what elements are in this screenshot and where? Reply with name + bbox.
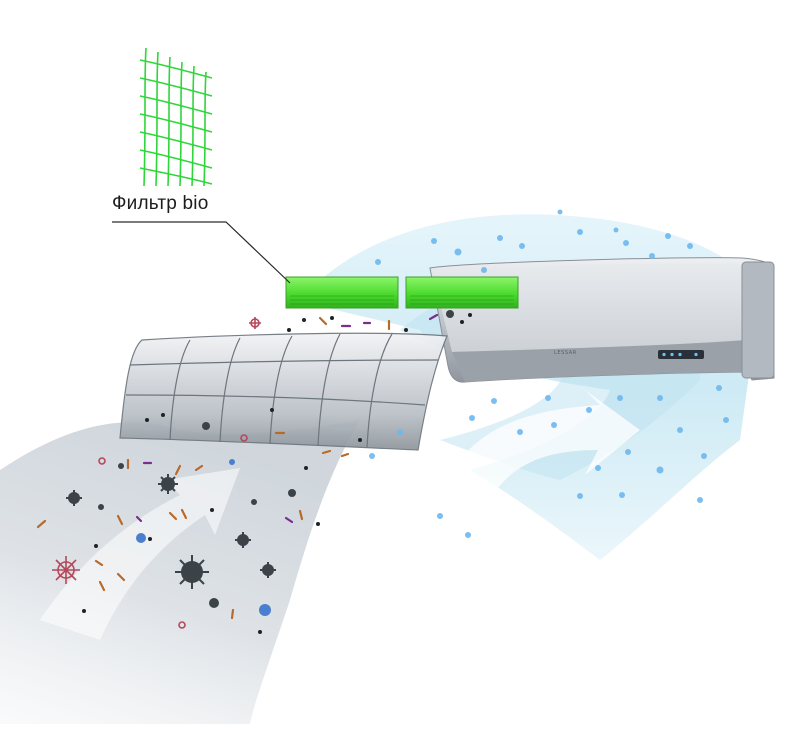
filter-label: Фильтр bio bbox=[112, 193, 208, 215]
filter-mesh-icon bbox=[140, 48, 212, 186]
callout-line bbox=[112, 222, 290, 283]
air-conditioner-unit bbox=[430, 258, 774, 382]
unit-brand-logo: LESSAR bbox=[554, 350, 577, 356]
